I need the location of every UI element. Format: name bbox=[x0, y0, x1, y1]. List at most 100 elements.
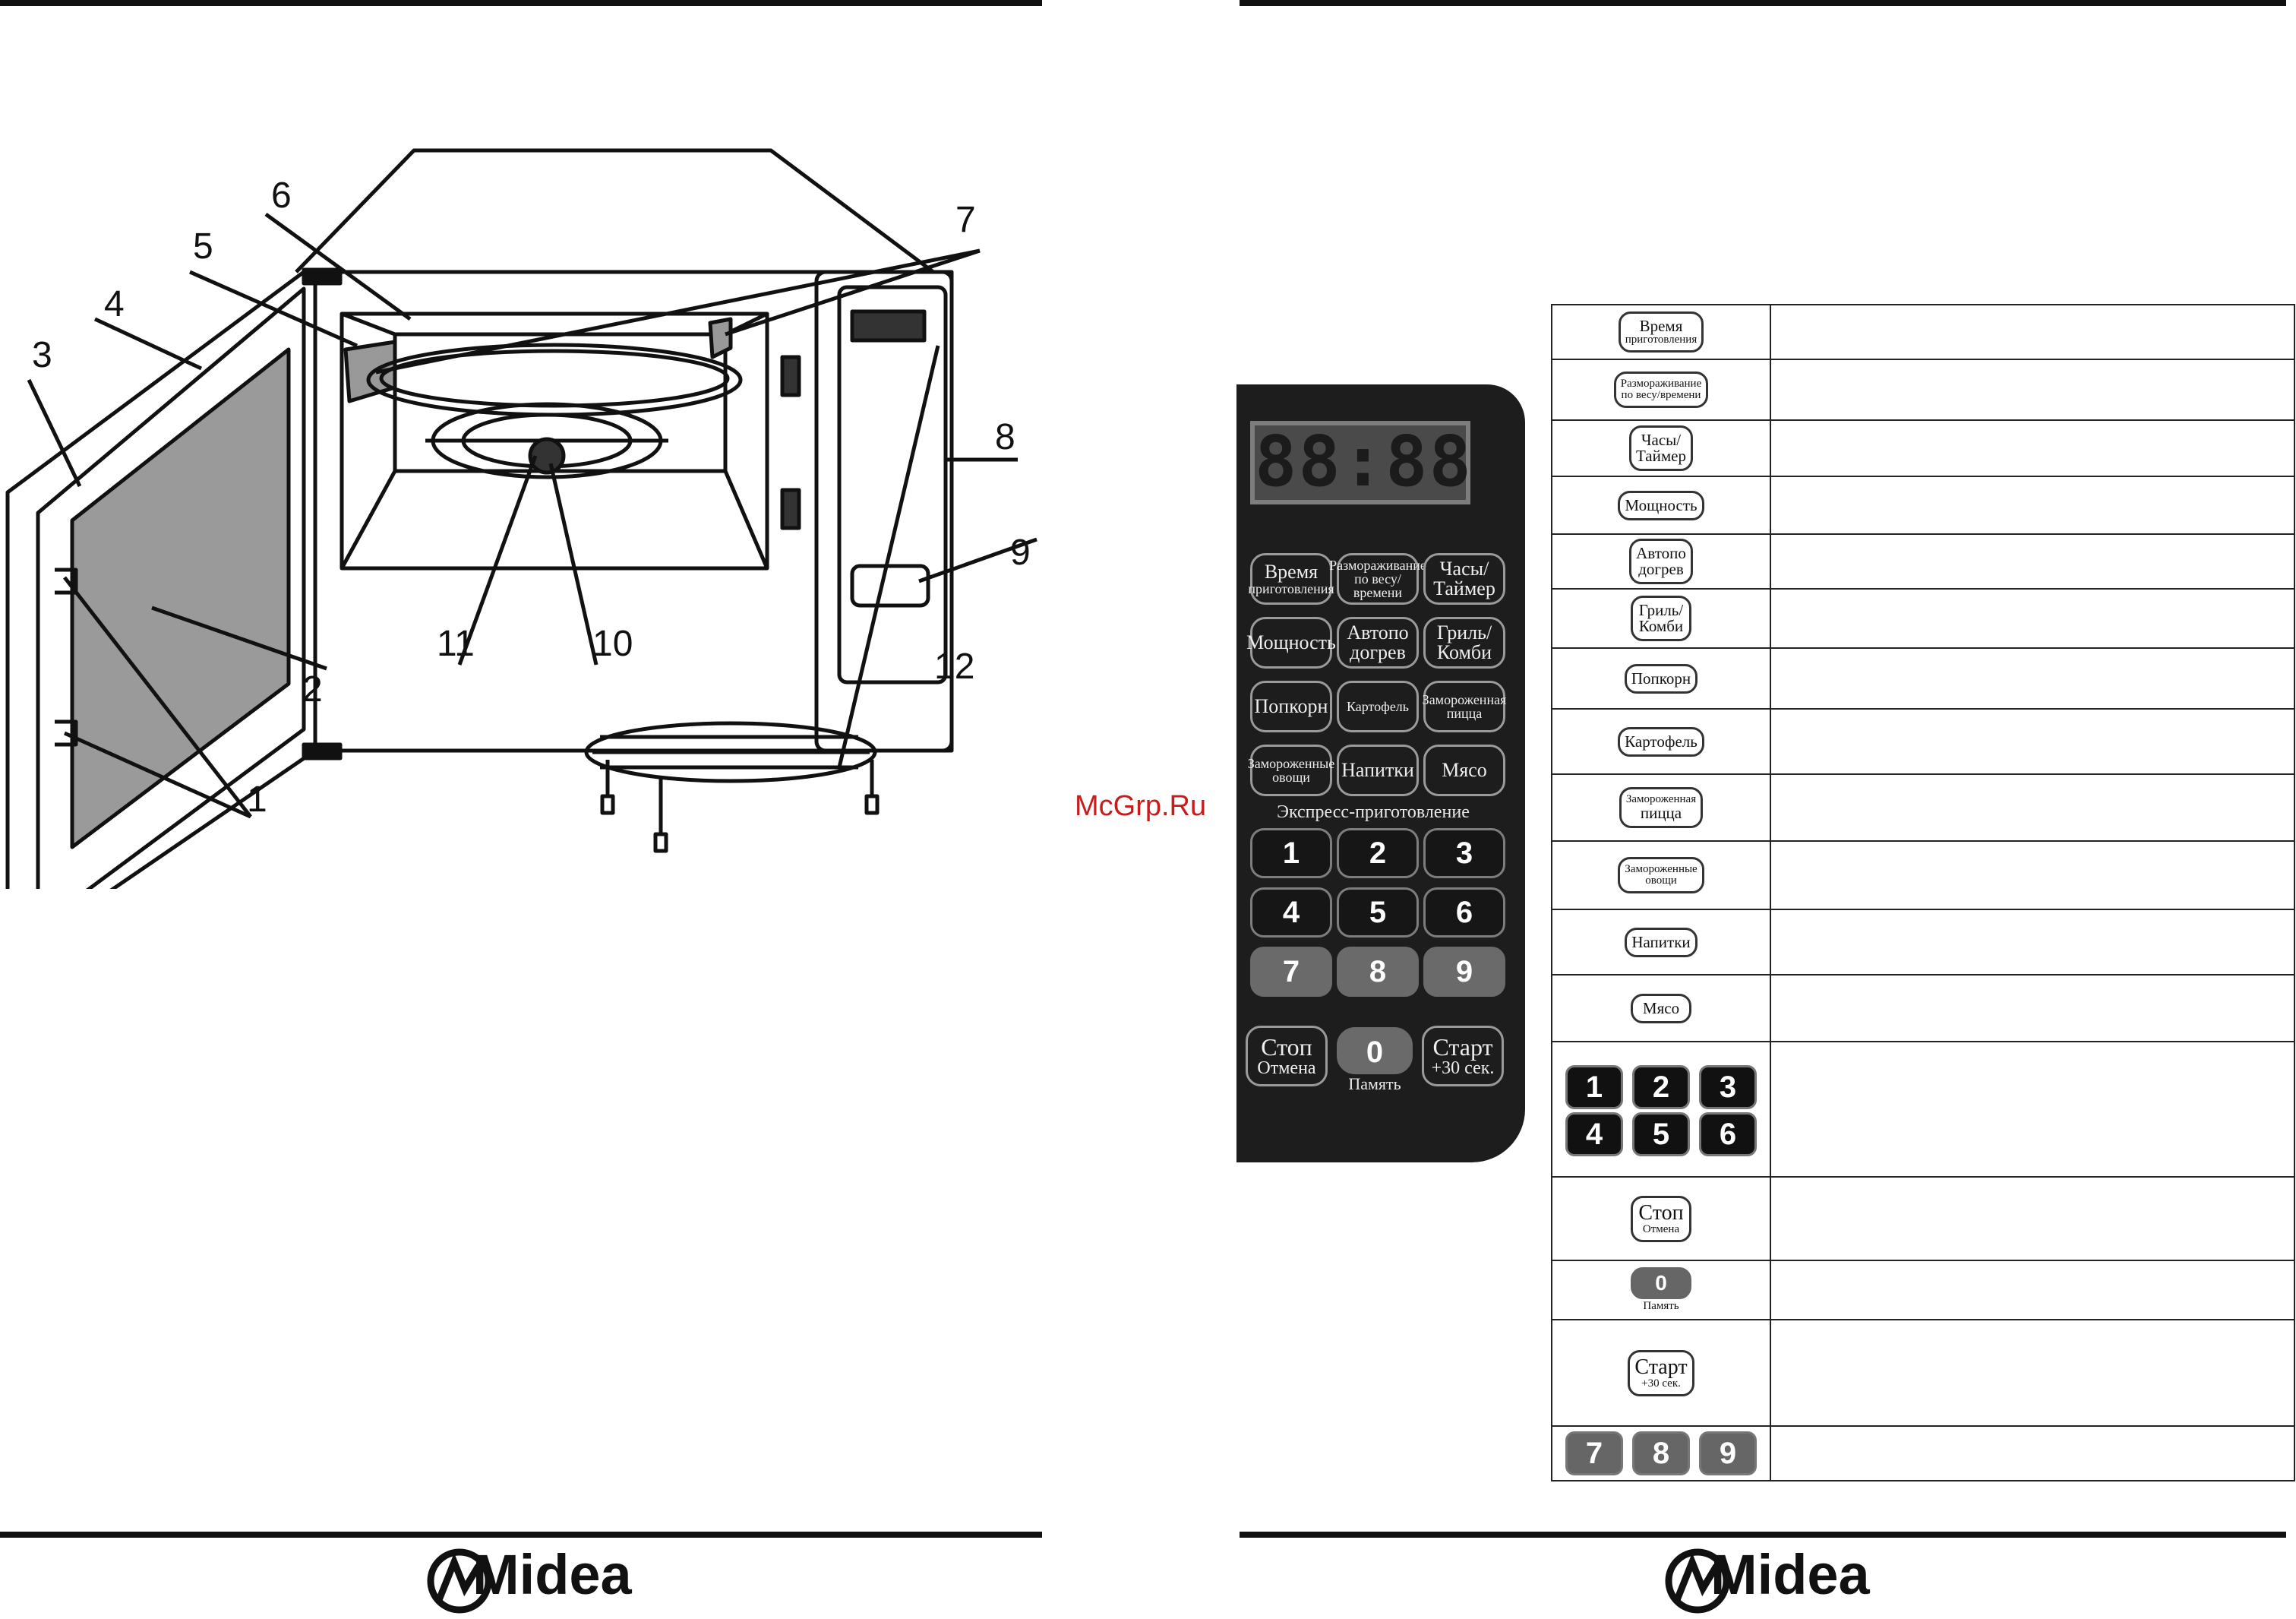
key-label: Мясо bbox=[1642, 998, 1680, 1017]
digit-5-key: 5 bbox=[1632, 1112, 1690, 1156]
cook-time-sublabel: приготовления bbox=[1248, 581, 1334, 596]
digit-3-button[interactable]: 3 bbox=[1423, 828, 1505, 878]
power-key: Мощность bbox=[1618, 490, 1704, 520]
callout-5: 5 bbox=[193, 226, 213, 267]
start-label: Старт bbox=[1432, 1033, 1493, 1061]
table-row: Напитки bbox=[1551, 909, 2295, 976]
digit-7-button[interactable]: 7 bbox=[1250, 947, 1332, 997]
midea-logo-right: Midea bbox=[1663, 1542, 1876, 1614]
cancel-label: Отмена bbox=[1257, 1058, 1316, 1078]
midea-swirl-icon bbox=[1665, 1548, 1730, 1614]
key-sublabel: пицца bbox=[1640, 804, 1682, 822]
popcorn-button[interactable]: Попкорн bbox=[1250, 681, 1332, 732]
potato-key: Картофель bbox=[1618, 726, 1704, 757]
key-sublabel: приготовления bbox=[1625, 334, 1698, 346]
key-label: Автопо bbox=[1636, 544, 1686, 562]
table-row: Попкорн bbox=[1551, 647, 2295, 710]
stop-label: Стоп bbox=[1261, 1033, 1312, 1061]
digit-6-key: 6 bbox=[1699, 1112, 1757, 1156]
bottom-rule-left bbox=[0, 1532, 1042, 1538]
zero-memory-key: 0 bbox=[1631, 1267, 1691, 1299]
midea-swirl-icon bbox=[427, 1548, 492, 1614]
power-label: Мощность bbox=[1246, 631, 1336, 653]
table-row: Старт+30 сек. bbox=[1551, 1319, 2295, 1427]
grill-combi-label: Гриль/ bbox=[1436, 621, 1492, 643]
start-plus30-key: Старт+30 сек. bbox=[1628, 1349, 1694, 1396]
callout-1: 1 bbox=[247, 779, 267, 820]
callout-10: 10 bbox=[592, 624, 633, 664]
frozen-vegetables-sublabel: овощи bbox=[1272, 770, 1310, 785]
beverages-button[interactable]: Напитки bbox=[1337, 745, 1419, 796]
meat-button[interactable]: Мясо bbox=[1423, 745, 1505, 796]
clock-timer-button[interactable]: Часы/Таймер bbox=[1423, 553, 1505, 605]
digit-8-button[interactable]: 8 bbox=[1337, 947, 1419, 997]
digit-6-button[interactable]: 6 bbox=[1423, 887, 1505, 938]
key-sublabel: Отмена bbox=[1642, 1222, 1680, 1235]
key-sublabel: Комби bbox=[1638, 617, 1684, 635]
defrost-sublabel: по весу/времени bbox=[1353, 571, 1403, 600]
watermark-text: McGrp.Ru bbox=[1075, 790, 1207, 822]
callout-3: 3 bbox=[32, 335, 52, 375]
start-plus30-button[interactable]: Старт+30 сек. bbox=[1422, 1026, 1504, 1086]
digit-5-button[interactable]: 5 bbox=[1337, 887, 1419, 938]
digit-4-key: 4 bbox=[1565, 1112, 1623, 1156]
microwave-diagram bbox=[5, 148, 1037, 889]
key-label: Стоп bbox=[1638, 1200, 1684, 1225]
key-sublabel: овощи bbox=[1645, 874, 1677, 887]
key-sublabel: по весу/времени bbox=[1621, 389, 1701, 401]
key-label: Замороженные bbox=[1625, 863, 1698, 875]
clock-timer-sublabel: Таймер bbox=[1433, 577, 1495, 599]
zero-memory-button[interactable]: 0 bbox=[1337, 1027, 1413, 1074]
key-label: Попкорн bbox=[1631, 669, 1691, 688]
key-sublabel: Память bbox=[1643, 1300, 1679, 1312]
grill-combi-button[interactable]: Гриль/Комби bbox=[1423, 617, 1505, 669]
potato-button[interactable]: Картофель bbox=[1337, 681, 1419, 732]
digit-9-button[interactable]: 9 bbox=[1423, 947, 1505, 997]
clock-timer-label: Часы/ bbox=[1439, 558, 1489, 580]
digit-9-key: 9 bbox=[1699, 1431, 1757, 1475]
callout-8: 8 bbox=[995, 417, 1015, 457]
key-sublabel: Таймер bbox=[1636, 447, 1686, 465]
digit-2-key: 2 bbox=[1632, 1065, 1690, 1109]
digit-2-button[interactable]: 2 bbox=[1337, 828, 1419, 878]
table-row: Гриль/Комби bbox=[1551, 588, 2295, 649]
callout-11: 11 bbox=[437, 624, 475, 664]
key-label: Картофель bbox=[1625, 732, 1698, 751]
grill-combi-key: Гриль/Комби bbox=[1631, 596, 1691, 641]
key-label: Старт bbox=[1634, 1355, 1688, 1379]
digit-1-button[interactable]: 1 bbox=[1250, 828, 1332, 878]
table-row: Часы/Таймер bbox=[1551, 419, 2295, 477]
key-label: Мощность bbox=[1625, 495, 1698, 514]
digit-4-button[interactable]: 4 bbox=[1250, 887, 1332, 938]
power-button[interactable]: Мощность bbox=[1246, 617, 1336, 669]
callout-6: 6 bbox=[271, 175, 292, 216]
popcorn-key: Попкорн bbox=[1624, 663, 1698, 694]
callout-4: 4 bbox=[104, 284, 125, 324]
bottom-rule-right bbox=[1240, 1532, 2286, 1538]
key-label: 0 bbox=[1655, 1271, 1667, 1295]
midea-logo-left: Midea bbox=[425, 1542, 638, 1614]
callout-9: 9 bbox=[1010, 533, 1031, 573]
digit-7-key: 7 bbox=[1565, 1431, 1623, 1475]
callout-7: 7 bbox=[955, 200, 976, 240]
top-rule-right bbox=[1240, 0, 2286, 6]
